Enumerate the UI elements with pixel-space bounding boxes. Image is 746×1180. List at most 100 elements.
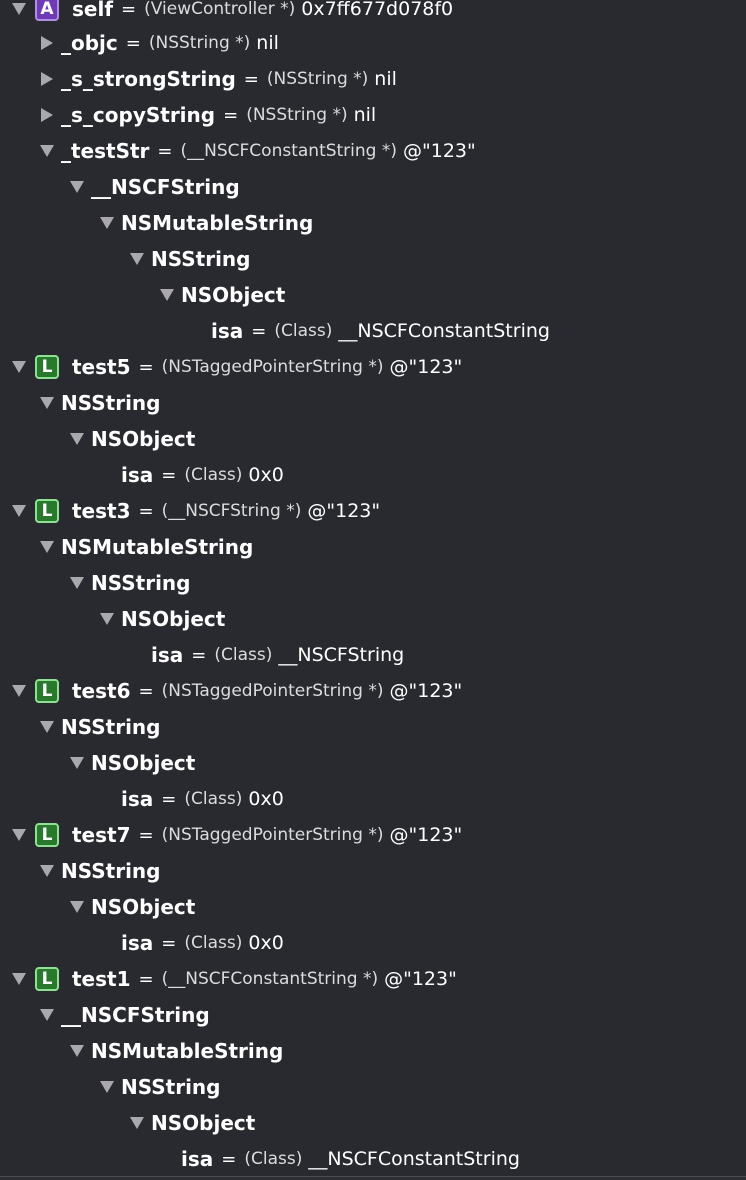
variable-type: (Class) [274,321,333,341]
class-row-nsstring[interactable]: NSString [0,1069,746,1105]
variable-row-isa[interactable]: isa = (Class) __NSCFString [0,637,746,673]
class-row-nsobject[interactable]: NSObject [0,1105,746,1141]
variable-value: @"123" [307,500,381,522]
variable-type: (Class) [184,465,243,485]
disclosure-triangle-expanded-icon[interactable] [8,499,30,523]
argument-badge-icon: A [35,0,59,21]
class-row-nsstring[interactable]: NSString [0,709,746,745]
class-row-nsmutablestring[interactable]: NSMutableString [0,205,746,241]
class-name: __NSCFString [91,175,240,199]
disclosure-triangle-expanded-icon[interactable] [96,607,118,631]
variable-type: (ViewController *) [144,0,296,19]
disclosure-triangle-expanded-icon[interactable] [66,175,88,199]
local-variable-badge-icon: L [35,355,59,379]
variable-row-isa[interactable]: isa = (Class) __NSCFConstantString [0,1141,746,1176]
variable-row-objc[interactable]: _objc = (NSString *) nil [0,25,746,61]
variable-name: self [72,0,114,21]
disclosure-triangle-expanded-icon[interactable] [66,571,88,595]
class-name: NSObject [151,1111,256,1135]
class-row-nsmutablestring[interactable]: NSMutableString [0,529,746,565]
disclosure-triangle-expanded-icon[interactable] [126,247,148,271]
equals-sign: = [161,932,177,954]
class-row-nscfstring[interactable]: __NSCFString [0,169,746,205]
disclosure-triangle-expanded-icon[interactable] [8,679,30,703]
equals-sign: = [221,1148,237,1170]
variable-name: isa [121,787,154,811]
variable-row-isa[interactable]: isa = (Class) 0x0 [0,457,746,493]
class-row-nsobject[interactable]: NSObject [0,421,746,457]
equals-sign: = [138,824,154,846]
disclosure-triangle-expanded-icon[interactable] [36,859,58,883]
variable-type: (Class) [244,1149,303,1169]
class-row-nsstring[interactable]: NSString [0,385,746,421]
variable-name: _objc [61,31,118,55]
equals-sign: = [125,32,141,54]
disclosure-triangle-expanded-icon[interactable] [36,1003,58,1027]
class-name: NSObject [91,427,196,451]
equals-sign: = [138,968,154,990]
variable-row-test6[interactable]: L test6 = (NSTaggedPointerString *) @"12… [0,673,746,709]
panel-bottom-edge [0,1177,746,1180]
class-row-nsstring[interactable]: NSString [0,853,746,889]
class-row-nsstring[interactable]: NSString [0,241,746,277]
disclosure-triangle-expanded-icon[interactable] [96,1075,118,1099]
disclosure-triangle-collapsed-icon[interactable] [36,31,58,55]
variable-row-self[interactable]: A self = (ViewController *) 0x7ff677d078… [0,0,746,27]
disclosure-triangle-expanded-icon[interactable] [36,715,58,739]
class-row-nsobject[interactable]: NSObject [0,889,746,925]
class-name: NSString [91,571,191,595]
disclosure-triangle-expanded-icon[interactable] [96,211,118,235]
variable-row-teststr[interactable]: _testStr = (__NSCFConstantString *) @"12… [0,133,746,169]
equals-sign: = [243,68,259,90]
variable-name: test6 [72,679,131,703]
variable-row-s-strongstring[interactable]: _s_strongString = (NSString *) nil [0,61,746,97]
class-name: NSMutableString [91,1039,284,1063]
variable-row-isa[interactable]: isa = (Class) __NSCFConstantString [0,313,746,349]
disclosure-triangle-expanded-icon[interactable] [66,751,88,775]
class-row-nsstring[interactable]: NSString [0,565,746,601]
disclosure-triangle-expanded-icon[interactable] [36,391,58,415]
disclosure-triangle-expanded-icon[interactable] [36,139,58,163]
variable-row-test5[interactable]: L test5 = (NSTaggedPointerString *) @"12… [0,349,746,385]
variable-value: @"123" [403,140,476,162]
variable-value: @"123" [389,356,463,378]
class-row-nsobject[interactable]: NSObject [0,745,746,781]
variable-value: __NSCFString [278,644,405,666]
variable-row-test7[interactable]: L test7 = (NSTaggedPointerString *) @"12… [0,817,746,853]
class-row-nscfstring[interactable]: __NSCFString [0,997,746,1033]
class-name: NSObject [121,607,226,631]
class-row-nsobject[interactable]: NSObject [0,277,746,313]
variable-type: (NSTaggedPointerString *) [161,357,384,377]
disclosure-triangle-expanded-icon[interactable] [8,823,30,847]
disclosure-triangle-expanded-icon[interactable] [126,1111,148,1135]
equals-sign: = [223,104,239,126]
variable-name: _testStr [61,139,150,163]
disclosure-triangle-expanded-icon[interactable] [8,355,30,379]
disclosure-triangle-collapsed-icon[interactable] [36,103,58,127]
disclosure-triangle-collapsed-icon[interactable] [36,67,58,91]
class-name: NSString [61,859,161,883]
variable-row-isa[interactable]: isa = (Class) 0x0 [0,781,746,817]
variable-type: (NSString *) [246,105,348,125]
variable-value: nil [374,68,397,90]
variable-name: _s_strongString [61,67,236,91]
class-row-nsobject[interactable]: NSObject [0,601,746,637]
disclosure-triangle-expanded-icon[interactable] [8,0,30,21]
disclosure-triangle-expanded-icon[interactable] [66,895,88,919]
equals-sign: = [138,500,154,522]
variable-row-test1[interactable]: L test1 = (__NSCFConstantString *) @"123… [0,961,746,997]
disclosure-triangle-expanded-icon[interactable] [66,427,88,451]
disclosure-triangle-expanded-icon[interactable] [156,283,178,307]
disclosure-triangle-expanded-icon[interactable] [66,1039,88,1063]
variable-row-isa[interactable]: isa = (Class) 0x0 [0,925,746,961]
class-row-nsmutablestring[interactable]: NSMutableString [0,1033,746,1069]
disclosure-triangle-expanded-icon[interactable] [8,967,30,991]
variable-row-s-copystring[interactable]: _s_copyString = (NSString *) nil [0,97,746,133]
variable-row-test3[interactable]: L test3 = (__NSCFString *) @"123" [0,493,746,529]
variable-name: isa [121,463,154,487]
variable-value: nil [353,104,377,126]
class-name: NSObject [181,283,286,307]
equals-sign: = [251,320,267,342]
disclosure-triangle-expanded-icon[interactable] [36,535,58,559]
